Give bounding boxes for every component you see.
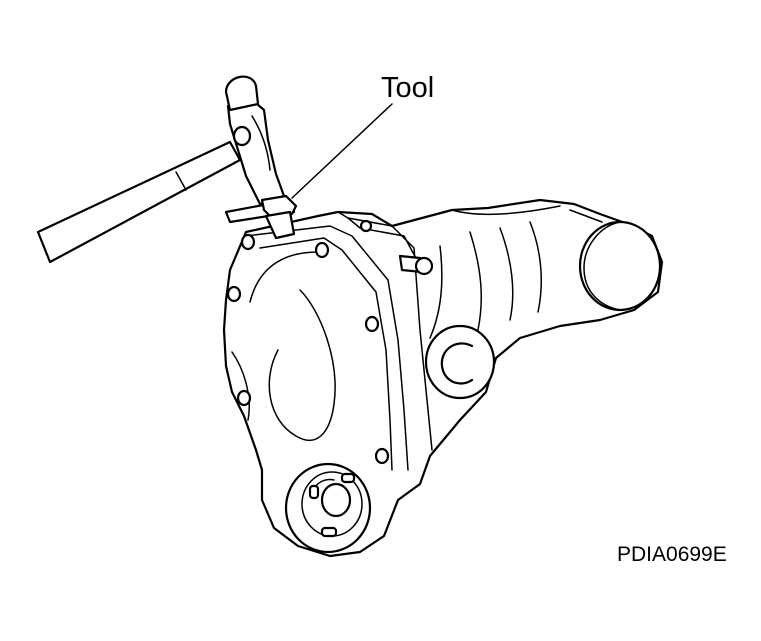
right-tube-boss [569, 209, 662, 312]
handle-grip-end [175, 171, 187, 191]
cover-contour [249, 251, 319, 303]
drift-tool [224, 194, 298, 240]
hammer-wedge [232, 125, 252, 147]
bolt-icon [226, 285, 242, 303]
cover-plate-inner-edge [259, 237, 393, 471]
top-ridge [451, 205, 561, 216]
bolt-icon [364, 315, 380, 333]
hammer-handle [36, 140, 242, 264]
cover-bolts [226, 219, 390, 465]
side-output-boss [424, 324, 496, 400]
tool-callout-label: Tool [381, 72, 435, 104]
flange-seam-2 [347, 217, 419, 263]
cover-plate-edge [245, 225, 409, 471]
breather-stud [398, 254, 434, 276]
bolt-icon [314, 241, 330, 259]
hammer [36, 75, 286, 264]
bolt-icon [240, 233, 256, 251]
pinion-flange [284, 462, 372, 554]
cover-rib [231, 351, 250, 421]
body-rib [469, 231, 483, 331]
figure-id: PDIA0699E [617, 543, 727, 566]
bolt-icon [359, 219, 373, 233]
hammer-peen [224, 75, 260, 112]
hammer-head [226, 96, 286, 206]
body-rib [499, 227, 514, 321]
body-rib [529, 221, 542, 313]
differential-carrier [222, 198, 664, 558]
bolt-icon [374, 447, 390, 465]
body-rib [429, 245, 443, 339]
cover-bulge [268, 289, 336, 442]
drift-tip [264, 210, 296, 240]
tool-leader-line [291, 103, 393, 199]
bolt-icon [236, 389, 252, 407]
